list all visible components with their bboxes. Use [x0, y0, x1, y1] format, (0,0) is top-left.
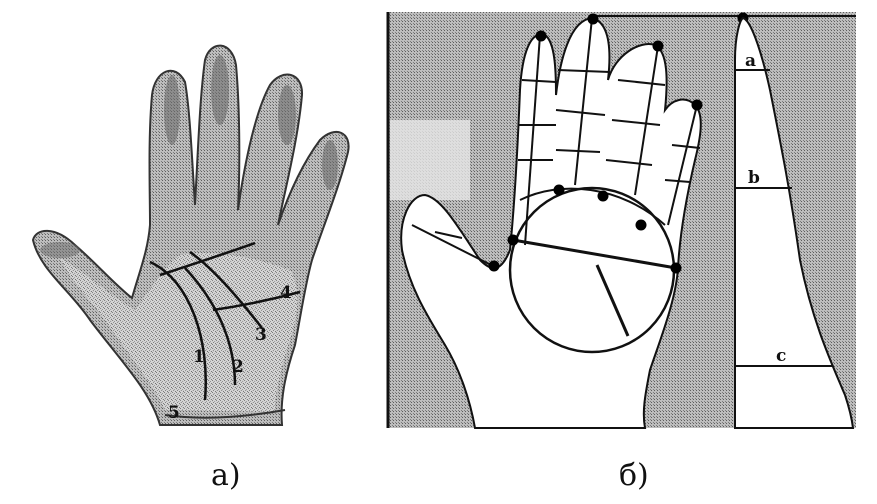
line-label-4: 4	[280, 283, 292, 303]
panel-a-hand-drawing: 1 2 3 4 5	[33, 46, 349, 425]
caption-a: а)	[211, 458, 241, 493]
caption-b: б)	[619, 458, 649, 493]
segment-label-c: c	[776, 346, 786, 366]
line-label-5: 5	[168, 403, 180, 423]
line-label-3: 3	[255, 325, 267, 345]
segment-label-b: b	[748, 168, 760, 188]
segment-label-a: a	[745, 51, 756, 71]
panel-b-hand-measurement: a b c	[388, 12, 856, 428]
line-label-1: 1	[193, 347, 205, 367]
line-label-2: 2	[232, 357, 244, 377]
